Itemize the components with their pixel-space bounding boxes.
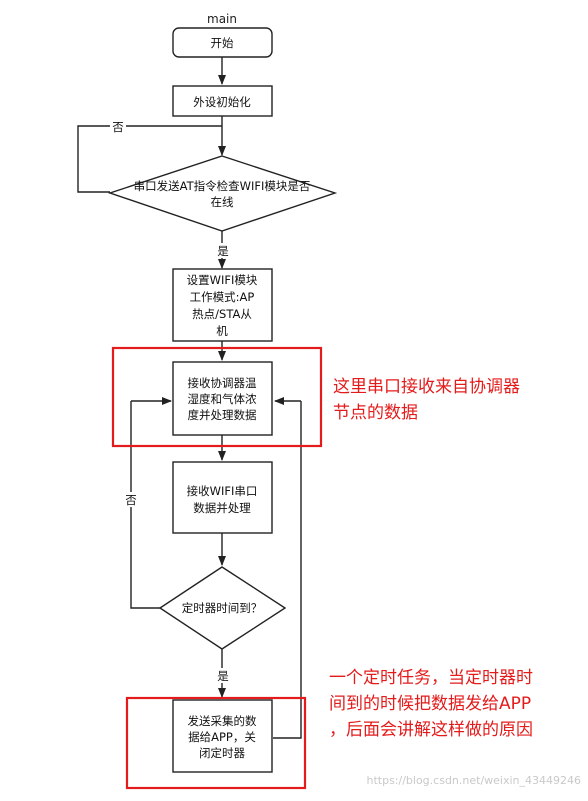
edges: [77, 57, 302, 739]
yes-label-1-bg: [215, 243, 231, 258]
set-mode-node: [172, 268, 273, 342]
recv-coord-label-line-3: 度并处理数据: [188, 408, 257, 422]
annotation-timer-line-1: 一个定时任务，当定时器时: [329, 668, 533, 688]
edge-no-loop-2-a: [130, 401, 160, 609]
send-app-label-line-1: 发送采集的数: [188, 714, 257, 728]
set-mode-label-line-1: 设置WIFI模块: [187, 273, 258, 287]
start-label: 开始: [211, 36, 234, 50]
annotation-timer-line-2: 间到的时候把数据发给APP: [329, 694, 531, 714]
recv-coord-label-line-1: 接收协调器温: [188, 376, 257, 390]
diagram-title: main: [207, 12, 237, 26]
no-label-2: 否: [125, 493, 137, 507]
init-label: 外设初始化: [193, 95, 251, 109]
edge-no-loop-1: [77, 125, 222, 193]
highlight-box-timer: [125, 696, 307, 790]
check-wifi-decision: [107, 155, 338, 232]
send-app-label-line-3: 闭定时器: [199, 746, 245, 760]
send-app-node: [172, 699, 273, 773]
no-label-1: 否: [112, 120, 124, 134]
yes-label-1: 是: [217, 244, 229, 258]
annotation-coord-line-2: 节点的数据: [333, 403, 418, 423]
send-app-label-line-2: 据给APP，关: [188, 730, 256, 744]
recv-coord-node: [172, 361, 273, 436]
start-node: [172, 27, 273, 58]
timer-decision: [158, 566, 287, 650]
no-label-2-bg: [123, 492, 139, 507]
check-wifi-label-line-1: 串口发送AT指令检查WIFI模块是否: [134, 179, 311, 193]
annotation-coord-line-1: 这里串口接收来自协调器: [333, 377, 520, 397]
timer-label: 定时器时间到？: [182, 601, 263, 615]
yes-label-2-bg: [215, 668, 231, 683]
set-mode-label-line-4: 机: [216, 324, 228, 338]
yes-label-2: 是: [217, 669, 229, 683]
watermark: https://blog.csdn.net/weixin_43449246: [366, 774, 581, 787]
init-node: [172, 85, 273, 117]
set-mode-label-line-3: 热点/STA从: [192, 307, 252, 321]
no-label-1-bg: [110, 119, 126, 134]
recv-coord-label-line-2: 湿度和气体浓: [188, 392, 257, 406]
annotation-timer-line-3: ，后面会讲解这样做的原因: [329, 720, 533, 740]
check-wifi-label-line-2: 在线: [211, 195, 234, 209]
recv-wifi-node: [172, 461, 273, 534]
set-mode-label-line-2: 工作模式:AP: [190, 290, 255, 304]
edge-return-loop-a: [273, 401, 302, 739]
highlight-box-coord: [111, 346, 323, 448]
recv-wifi-label-line-2: 数据并处理: [193, 501, 251, 515]
recv-wifi-label-line-1: 接收WIFI串口: [187, 484, 258, 498]
